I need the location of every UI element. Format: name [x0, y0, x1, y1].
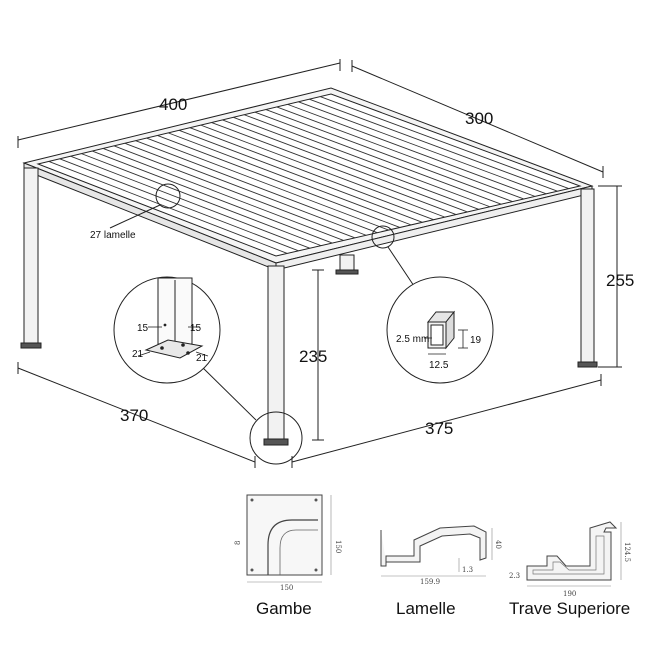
pergola-structure [20, 87, 598, 446]
profile-side-face [445, 310, 455, 350]
lamella-line [102, 148, 344, 241]
lamella-line [309, 98, 558, 192]
lamella-line [254, 111, 502, 205]
post-front [263, 265, 289, 446]
lamelle-caption: Lamelle [396, 599, 456, 618]
detail-leaders [199, 225, 419, 465]
base-callout-leader [199, 364, 257, 421]
section-gambe: 150 150 8 Gambe [234, 494, 342, 618]
profile-height: 19 [470, 335, 482, 346]
dimension-lines [17, 59, 622, 468]
lamella-line [113, 145, 355, 239]
post-front-left [20, 167, 42, 349]
profile-callout-circle [371, 225, 395, 249]
detail-post-base: 15 15 21 21 [113, 276, 221, 384]
trave-height-dim: 124.5 [623, 542, 631, 562]
dim-height-inner: 235 [299, 347, 327, 366]
trave-small-dim: 2.3 [509, 572, 520, 580]
gambe-outline [246, 494, 323, 576]
post-back [335, 254, 359, 275]
lamelle-profile-shape [380, 525, 487, 567]
gambe-small-dim: 8 [234, 541, 242, 545]
lamella-line [135, 140, 378, 234]
lamella-line [222, 119, 468, 213]
lamelle-callout: 27 lamelle [90, 183, 181, 241]
lamella-line [233, 116, 479, 210]
lamella-line [287, 103, 536, 197]
base-plate-left: 21 [132, 349, 144, 360]
lamella-line [265, 109, 513, 202]
lamella-line [81, 153, 322, 247]
dim-width-top: 400 [159, 95, 187, 114]
profile-thickness: 2.5 mm [396, 334, 429, 345]
lamelle-height-dim: 40 [494, 540, 502, 549]
dim-width-bottom: 375 [425, 419, 453, 438]
trave-profile-shape [526, 521, 618, 581]
lamella-line [319, 96, 569, 190]
section-lamelle: 159.9 40 1.3 Lamelle [380, 525, 502, 618]
detail-post-bolts [160, 323, 190, 355]
detail-profile: 2.5 mm 19 12.5 [386, 276, 494, 384]
lamella-line [211, 122, 457, 215]
lamella-line [92, 150, 333, 244]
dim-depth-top: 300 [465, 109, 493, 128]
section-trave-superiore: 190 124.5 2.3 Trave Superiore [509, 521, 631, 618]
dim-depth-bottom: 370 [120, 406, 148, 425]
lamelle-small-dim: 1.3 [462, 566, 473, 574]
profile-width: 12.5 [429, 360, 449, 371]
trave-width-dim: 190 [563, 590, 576, 598]
lamella-line [168, 132, 412, 226]
lamella-line [59, 158, 299, 252]
gambe-height-dim: 150 [334, 540, 342, 553]
base-left-offset: 15 [137, 323, 149, 334]
lamella-line [70, 155, 310, 249]
base-right-offset: 15 [190, 323, 202, 334]
post-right [577, 188, 598, 368]
lamella-line [189, 127, 434, 221]
base-plate-right: 21 [196, 353, 208, 364]
lamella-line [178, 129, 423, 223]
gambe-caption: Gambe [256, 599, 312, 618]
trave-caption: Trave Superiore [509, 599, 630, 618]
lamella-line [157, 135, 401, 228]
gambe-width-dim: 150 [280, 584, 293, 592]
gambe-channel [267, 519, 318, 575]
dim-height-right: 255 [606, 271, 634, 290]
base-callout-circle [249, 411, 303, 465]
lamella-line [200, 124, 446, 218]
lamella-line [146, 137, 389, 231]
lamella-line [48, 160, 288, 254]
lamelle-count-label: 27 lamelle [90, 230, 136, 241]
lamelle-callout-leader [109, 204, 161, 229]
lamelle-callout-circle [155, 183, 181, 209]
lamelle-width-dim: 159.9 [420, 578, 440, 586]
lamella-line [244, 114, 491, 208]
lamella-line [276, 106, 524, 200]
lamella-line [298, 101, 547, 195]
roof-lamelle [48, 96, 569, 254]
dimension-labels: 400 300 255 235 370 375 [120, 95, 634, 438]
lamella-line [124, 142, 367, 236]
